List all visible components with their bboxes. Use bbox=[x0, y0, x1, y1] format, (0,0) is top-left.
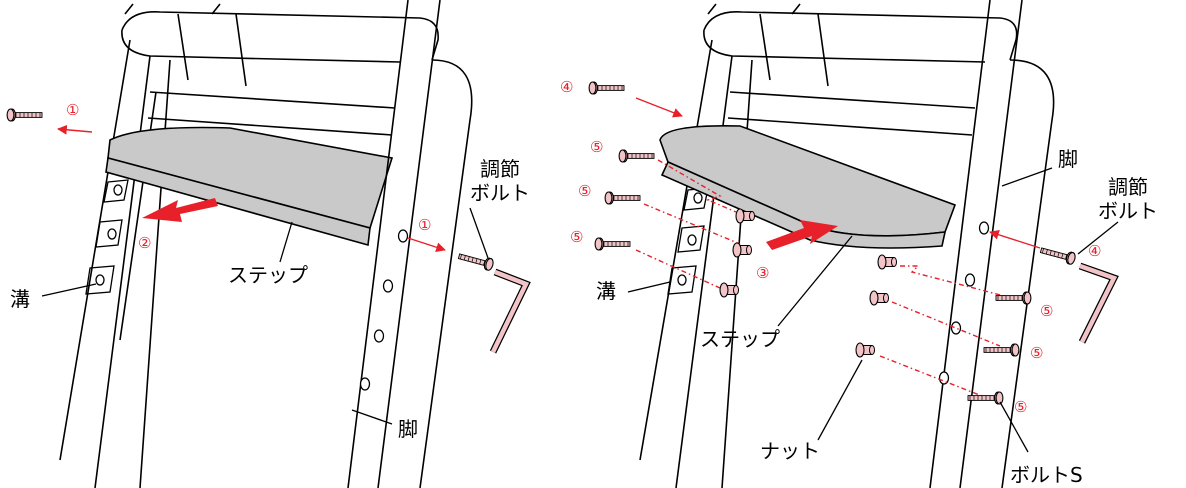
left-label-adjust-2: ボルト bbox=[470, 181, 530, 205]
left-step-top bbox=[107, 126, 394, 229]
right-nut-r1 bbox=[877, 254, 898, 270]
right-nut-r3 bbox=[855, 342, 876, 358]
left-label-step: ステップ bbox=[228, 263, 308, 287]
right-nut-l3 bbox=[719, 282, 740, 298]
right-arrow-3 bbox=[766, 220, 838, 250]
right-leg-side bbox=[1001, 59, 1055, 488]
right-panel: 脚 調節 ボルト 溝 ステップ ナット ボルトS ④ ④ ③ ⑤ ⑤ ⑤ ⑤ ⑤… bbox=[560, 0, 1158, 488]
left-arrow-1b bbox=[407, 237, 446, 252]
right-leader-nut bbox=[817, 359, 863, 441]
right-marker-4a: ④ bbox=[560, 78, 573, 96]
right-marker-5e: ⑤ bbox=[1030, 344, 1043, 362]
right-dash-5c bbox=[635, 249, 721, 289]
right-bolt-5e bbox=[983, 343, 1020, 357]
right-leader-leg bbox=[1001, 167, 1053, 187]
right-marker-5a: ⑤ bbox=[590, 138, 603, 156]
right-dash-5a bbox=[657, 159, 737, 213]
right-label-adjust-2: ボルト bbox=[1098, 199, 1158, 223]
left-marker-2: ② bbox=[138, 234, 151, 252]
right-nut-l1 bbox=[735, 208, 756, 224]
right-nut-l2 bbox=[732, 242, 753, 258]
left-leader-groove bbox=[41, 283, 97, 297]
left-upright-inner bbox=[119, 59, 171, 488]
right-bolt-5b bbox=[604, 191, 641, 205]
right-backrest-strap bbox=[759, 13, 829, 87]
right-bolt-5c bbox=[594, 237, 631, 251]
left-leader-leg bbox=[351, 409, 393, 425]
right-upright-left bbox=[639, 39, 733, 488]
left-support-bar bbox=[147, 91, 396, 136]
right-leader-groove bbox=[627, 281, 671, 293]
right-marker-4b: ④ bbox=[1088, 242, 1101, 260]
right-label-nut: ナット bbox=[760, 439, 820, 463]
left-backrest-strap bbox=[177, 13, 247, 87]
right-marker-3: ③ bbox=[756, 264, 769, 282]
left-marker-1b: ① bbox=[418, 216, 431, 234]
left-arrow-2 bbox=[142, 198, 218, 222]
right-leg-holes bbox=[938, 221, 990, 385]
left-leader-adjust bbox=[469, 207, 489, 259]
left-leg-side bbox=[419, 59, 473, 488]
right-upright-inner bbox=[721, 59, 753, 488]
left-label-groove: 溝 bbox=[10, 287, 30, 311]
right-adjust-bolt bbox=[1038, 243, 1077, 266]
left-backrest-rail bbox=[121, 29, 401, 63]
right-label-groove: 溝 bbox=[596, 279, 616, 303]
left-arrow-1a bbox=[57, 124, 93, 135]
right-nut-r2 bbox=[869, 290, 890, 306]
right-marker-5f: ⑤ bbox=[1014, 398, 1027, 416]
right-bolt-5d bbox=[995, 291, 1032, 305]
right-leader-adjust bbox=[1077, 221, 1119, 255]
left-removed-bolt bbox=[6, 108, 43, 122]
left-upright-left bbox=[59, 39, 151, 488]
right-marker-5b: ⑤ bbox=[578, 182, 591, 200]
right-dash-r2 bbox=[891, 301, 1001, 347]
left-panel: 溝 ステップ 脚 調節 ボルト ① ① ② bbox=[6, 0, 531, 488]
right-backrest-top bbox=[703, 11, 1018, 61]
left-top-edges bbox=[124, 3, 221, 15]
left-marker-1a: ① bbox=[66, 101, 79, 119]
left-leader-step bbox=[279, 221, 293, 263]
right-leg-front bbox=[929, 0, 1023, 488]
left-step-front bbox=[105, 156, 371, 247]
left-label-adjust-1: 調節 bbox=[480, 157, 520, 181]
right-dash-r1 bbox=[900, 265, 1013, 299]
right-marker-5c: ⑤ bbox=[570, 228, 583, 246]
right-support-bar bbox=[727, 91, 976, 136]
right-bolt-4-top bbox=[588, 81, 625, 95]
left-leg-holes bbox=[359, 229, 409, 391]
right-leader-bolts bbox=[999, 401, 1029, 453]
left-adjust-bolt bbox=[456, 249, 495, 272]
left-leg-front bbox=[347, 0, 441, 488]
right-top-edges bbox=[707, 3, 801, 15]
right-label-adjust-1: 調節 bbox=[1108, 175, 1148, 199]
right-arrow-4b bbox=[989, 230, 1041, 249]
right-label-bolt-s: ボルトS bbox=[1010, 463, 1083, 487]
right-arrow-4a bbox=[635, 97, 683, 118]
right-dash-r3 bbox=[879, 355, 983, 397]
right-groove-plates bbox=[667, 187, 709, 295]
right-bolt-5a bbox=[618, 149, 655, 163]
left-backrest-top bbox=[121, 11, 439, 61]
right-backrest-rail bbox=[703, 29, 986, 63]
right-marker-5d: ⑤ bbox=[1040, 302, 1053, 320]
right-label-step: ステップ bbox=[700, 327, 780, 351]
right-label-leg: 脚 bbox=[1058, 147, 1078, 171]
right-bolt-5f bbox=[967, 391, 1004, 405]
right-leader-step bbox=[777, 235, 853, 327]
left-label-leg: 脚 bbox=[398, 417, 418, 441]
right-dash-5b bbox=[643, 203, 741, 245]
